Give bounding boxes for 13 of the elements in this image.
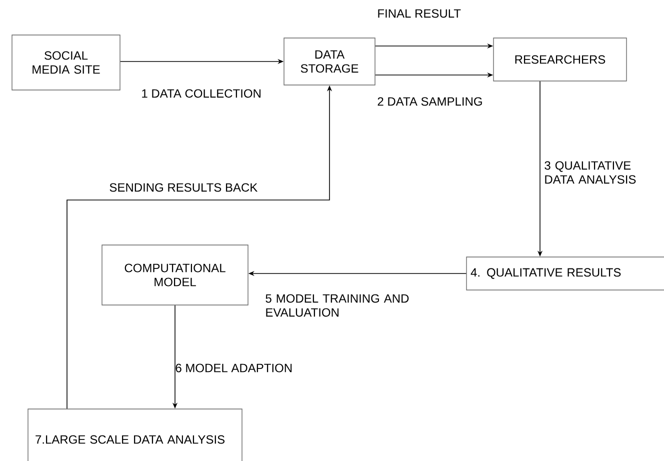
edge-label: 1 DATA COLLECTION: [142, 89, 260, 98]
edge-label: SENDING RESULTS BACK: [110, 183, 258, 192]
process-box: DATA STORAGE: [284, 38, 376, 86]
edge-label: 3 QUALITATIVE DATA ANALYSIS: [544, 161, 636, 184]
process-box: RESEARCHERS: [493, 38, 627, 82]
process-box: SOCIAL MEDIA SITE: [12, 34, 120, 90]
edge-label: 2 DATA SAMPLING: [378, 97, 482, 106]
edge-label: 6 MODEL ADAPTION: [176, 364, 292, 372]
edge-label: 5 MODEL TRAINING AND EVALUATION: [266, 294, 409, 317]
process-box: 7.LARGE SCALE DATA ANALYSIS: [28, 408, 242, 461]
edge-label: FINAL RESULT: [378, 9, 461, 18]
process-box: 4. QUALITATIVE RESULTS: [466, 256, 664, 290]
process-box: COMPUTATIONAL MODEL: [102, 244, 248, 306]
